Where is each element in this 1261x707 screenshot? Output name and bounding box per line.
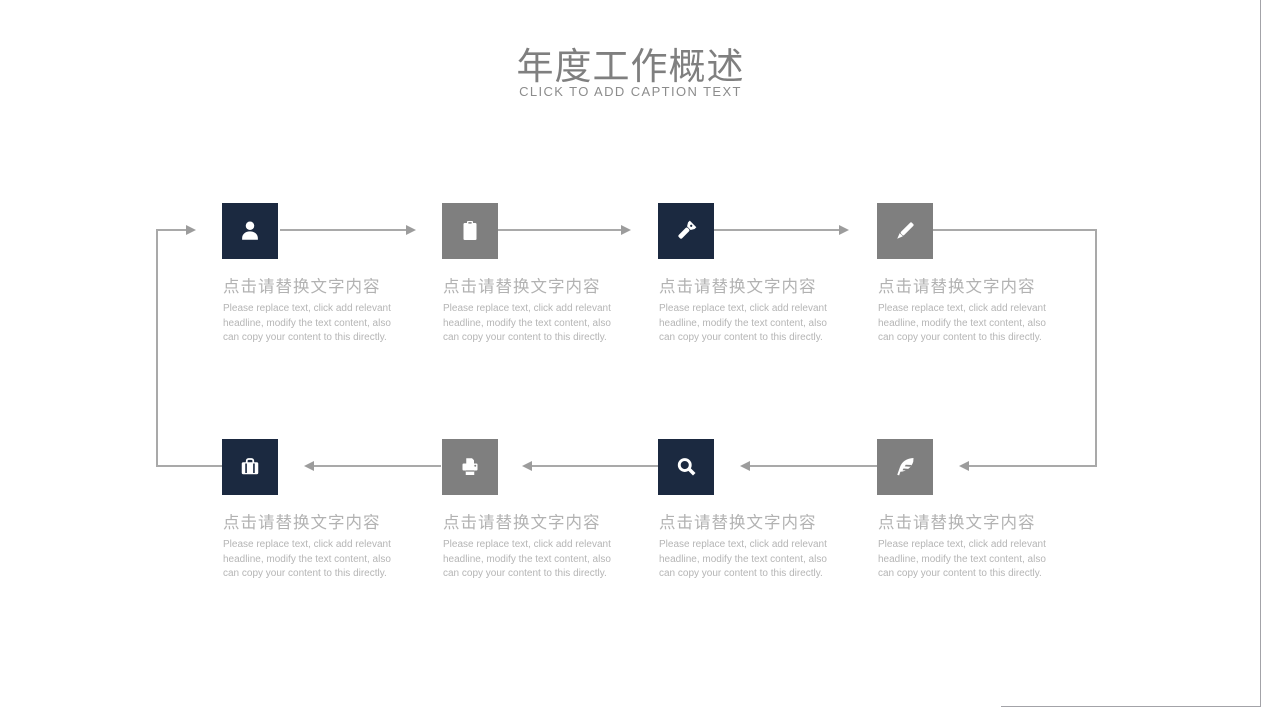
step-heading[interactable]: 点击请替换文字内容 [878, 278, 1036, 296]
step-heading[interactable]: 点击请替换文字内容 [659, 514, 817, 532]
step-6: 点击请替换文字内容 Please replace text, click add… [658, 439, 858, 599]
step-body[interactable]: Please replace text, click add relevant … [443, 539, 611, 580]
briefcase-icon[interactable] [222, 439, 278, 495]
step-heading[interactable]: 点击请替换文字内容 [878, 514, 1036, 532]
connector-line [156, 229, 186, 231]
step-heading[interactable]: 点击请替换文字内容 [443, 278, 601, 296]
connector-line [969, 465, 1096, 467]
arrow-right-icon [621, 225, 631, 235]
clipboard-icon[interactable] [442, 203, 498, 259]
feather-icon[interactable] [877, 439, 933, 495]
step-heading[interactable]: 点击请替换文字内容 [223, 278, 381, 296]
connector-line [932, 229, 1097, 231]
search-icon[interactable] [658, 439, 714, 495]
arrow-left-icon [740, 461, 750, 471]
flashlight-icon[interactable] [658, 203, 714, 259]
connector-line [156, 465, 222, 467]
connector-line [750, 465, 877, 467]
step-4: 点击请替换文字内容 Please replace text, click add… [877, 203, 1077, 363]
step-5: 点击请替换文字内容 Please replace text, click add… [877, 439, 1077, 599]
arrow-left-icon [304, 461, 314, 471]
step-7: 点击请替换文字内容 Please replace text, click add… [442, 439, 642, 599]
printer-icon[interactable] [442, 439, 498, 495]
step-body[interactable]: Please replace text, click add relevant … [659, 539, 827, 580]
step-body[interactable]: Please replace text, click add relevant … [659, 303, 827, 344]
step-body[interactable]: Please replace text, click add relevant … [223, 303, 391, 344]
slide-caption[interactable]: CLICK TO ADD CAPTION TEXT [519, 84, 742, 99]
step-body[interactable]: Please replace text, click add relevant … [878, 303, 1046, 344]
slide-title[interactable]: 年度工作概述 [516, 46, 745, 87]
step-heading[interactable]: 点击请替换文字内容 [223, 514, 381, 532]
arrow-left-icon [522, 461, 532, 471]
connector-line [314, 465, 441, 467]
connector-line [1095, 229, 1097, 467]
step-1: 点击请替换文字内容 Please replace text, click add… [222, 203, 422, 363]
step-heading[interactable]: 点击请替换文字内容 [443, 514, 601, 532]
connector-line [156, 229, 158, 467]
pencil-icon[interactable] [877, 203, 933, 259]
arrow-right-icon [186, 225, 196, 235]
arrow-right-icon [839, 225, 849, 235]
step-heading[interactable]: 点击请替换文字内容 [659, 278, 817, 296]
arrow-right-icon [406, 225, 416, 235]
connector-line [714, 229, 839, 231]
step-3: 点击请替换文字内容 Please replace text, click add… [658, 203, 858, 363]
step-body[interactable]: Please replace text, click add relevant … [878, 539, 1046, 580]
connector-line [497, 229, 621, 231]
step-2: 点击请替换文字内容 Please replace text, click add… [442, 203, 642, 363]
connector-line [280, 229, 406, 231]
user-icon[interactable] [222, 203, 278, 259]
step-8: 点击请替换文字内容 Please replace text, click add… [222, 439, 422, 599]
arrow-left-icon [959, 461, 969, 471]
step-body[interactable]: Please replace text, click add relevant … [223, 539, 391, 580]
step-body[interactable]: Please replace text, click add relevant … [443, 303, 611, 344]
connector-line [532, 465, 658, 467]
